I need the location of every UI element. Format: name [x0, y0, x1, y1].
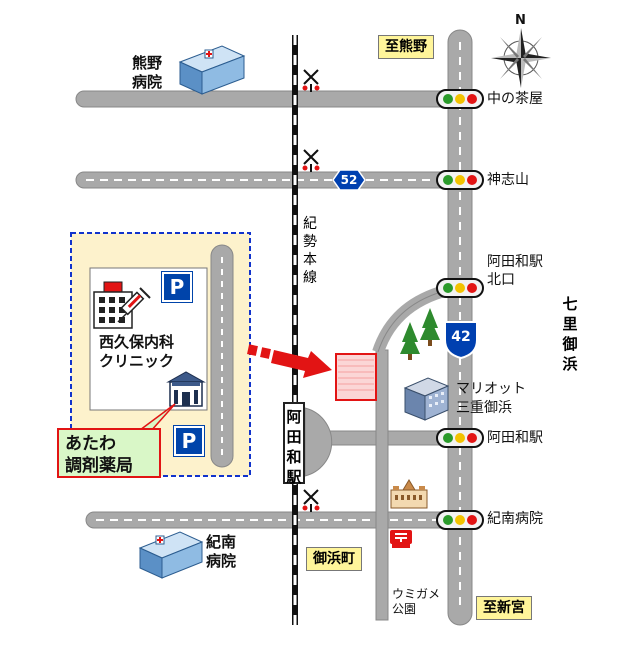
- level-crossing-south: [302, 489, 320, 512]
- route-42-number: 42: [451, 329, 471, 345]
- compass-north-label: N: [515, 13, 526, 28]
- marriott-label: マリオット三重御浜: [456, 381, 526, 416]
- route-52-number: 52: [340, 173, 358, 187]
- traffic-light-atawa-station: [436, 428, 484, 448]
- route-52-shield-icon: [332, 169, 366, 191]
- kinan-hospital-building-icon: [138, 531, 204, 579]
- route-42-shield-icon: [444, 321, 478, 360]
- umigame-park-building-icon: [390, 479, 428, 509]
- pharmacy-label-box: あたわ 調剤薬局: [57, 428, 161, 478]
- direction-arrow: [247, 344, 332, 378]
- station-roundabout: [304, 407, 333, 477]
- marriott-building-icon: [403, 377, 450, 421]
- traffic-light-nakanochaya: [436, 89, 484, 109]
- destination-north-sign: 至熊野: [378, 35, 434, 59]
- clinic-name-line1: 西久保内科: [99, 333, 175, 351]
- umigame-park-label: ウミガメ公園: [392, 587, 441, 616]
- traffic-light-atawa-north: [436, 278, 484, 298]
- railway-name-label: 紀勢本線: [303, 216, 317, 286]
- mihama-town-sign: 御浜町: [306, 547, 362, 571]
- traffic-light-kinan-hospital: [436, 510, 484, 530]
- level-crossing-middle: [302, 149, 320, 172]
- pharmacy-name-line2: 調剤薬局: [65, 456, 133, 476]
- pharmacy-name-line1: あたわ: [65, 434, 116, 454]
- coast-label: 七里御浜: [562, 295, 578, 373]
- road-nakanochaya: [75, 90, 471, 108]
- pharmacy-building-icon: [166, 371, 206, 407]
- kinan-hospital-label: 紀南病院: [206, 533, 237, 570]
- syringe-icon: [117, 287, 151, 323]
- road-umigame: [375, 349, 389, 621]
- station-atawa-sign: 阿田和駅: [283, 402, 305, 486]
- kumano-hospital-building-icon: [178, 45, 246, 95]
- intersection-kamishiyama-label: 神志山: [487, 172, 529, 188]
- intersection-kinan-hospital-label: 紀南病院: [487, 511, 543, 527]
- destination-south-sign: 至新宮: [476, 596, 532, 620]
- compass-icon: [491, 28, 551, 88]
- parking-top-icon: P: [161, 271, 193, 303]
- clinic-name-line2: クリニック: [99, 352, 175, 370]
- target-location: [335, 353, 377, 401]
- intersection-nakanochaya-label: 中の茶屋: [487, 91, 543, 107]
- post-office-icon: [390, 530, 412, 548]
- parking-bottom-icon: P: [173, 425, 205, 457]
- intersection-atawa-north-label: 阿田和駅北口: [487, 254, 543, 288]
- level-crossing-north: [302, 69, 320, 92]
- intersection-atawa-station-label: 阿田和駅: [487, 430, 543, 446]
- traffic-light-kamishiyama: [436, 170, 484, 190]
- tree-icon: [400, 308, 440, 360]
- kumano-hospital-label: 熊野病院: [132, 54, 163, 91]
